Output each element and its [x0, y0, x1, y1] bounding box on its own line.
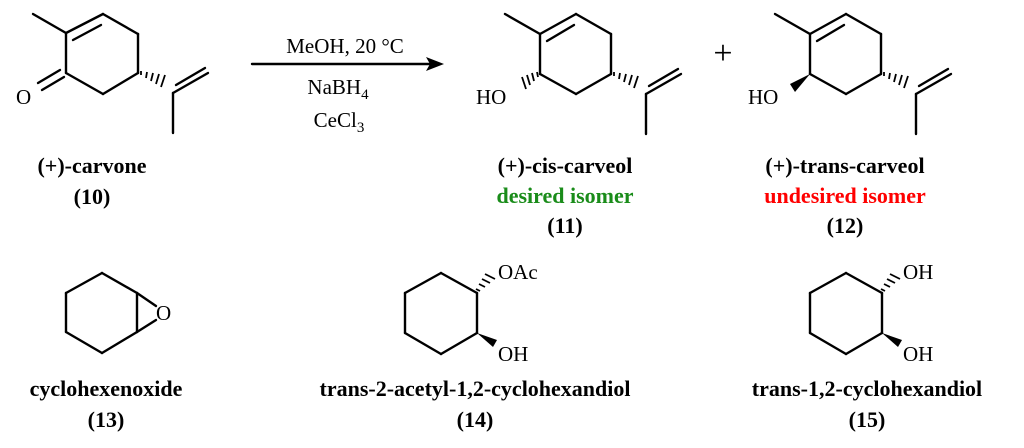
plus-sign: + [713, 35, 732, 72]
cis-carveol-structure: HO [476, 12, 683, 136]
condition-reagent: NaBH4 [307, 75, 369, 103]
acetyl-diol-number: (14) [457, 407, 494, 432]
carvone-name: (+)-carvone [37, 153, 146, 178]
cyclohexenoxide-structure: O [64, 271, 171, 355]
cis-carveol-hydroxyl: HO [476, 85, 506, 109]
diol-hydroxyl-bottom: OH [903, 342, 933, 366]
reaction-arrow [250, 57, 444, 71]
cyclohexandiol-name: trans-1,2-cyclohexandiol [752, 376, 982, 401]
trans-carveol-note: undesired isomer [764, 183, 926, 208]
condition-solvent: MeOH, 20 °C [286, 34, 403, 58]
cyclohexandiol-number: (15) [849, 407, 886, 432]
acetyl-diol-structure: OAc OH [403, 260, 538, 366]
carvone-oxygen: O [16, 85, 31, 109]
trans-carveol-structure: HO [748, 12, 953, 136]
cyclohexandiol-structure: OH OH [808, 260, 933, 366]
epoxide-oxygen: O [156, 301, 171, 325]
cyclohexenoxide-number: (13) [88, 407, 125, 432]
cis-carveol-number: (11) [547, 213, 582, 238]
trans-carveol-name: (+)-trans-carveol [765, 153, 924, 178]
trans-carveol-hydroxyl: HO [748, 85, 778, 109]
acetyl-diol-hydroxyl: OH [498, 342, 528, 366]
carvone-number: (10) [74, 184, 111, 209]
acetyl-diol-name: trans-2-acetyl-1,2-cyclohexandiol [320, 376, 631, 401]
diol-hydroxyl-top: OH [903, 260, 933, 284]
acetate-group: OAc [498, 260, 538, 284]
trans-carveol-number: (12) [827, 213, 864, 238]
condition-additive: CeCl3 [314, 108, 365, 136]
cyclohexenoxide-name: cyclohexenoxide [30, 376, 183, 401]
cis-carveol-name: (+)-cis-carveol [498, 153, 633, 178]
cis-carveol-note: desired isomer [496, 183, 633, 208]
carvone-structure: O [16, 12, 210, 135]
